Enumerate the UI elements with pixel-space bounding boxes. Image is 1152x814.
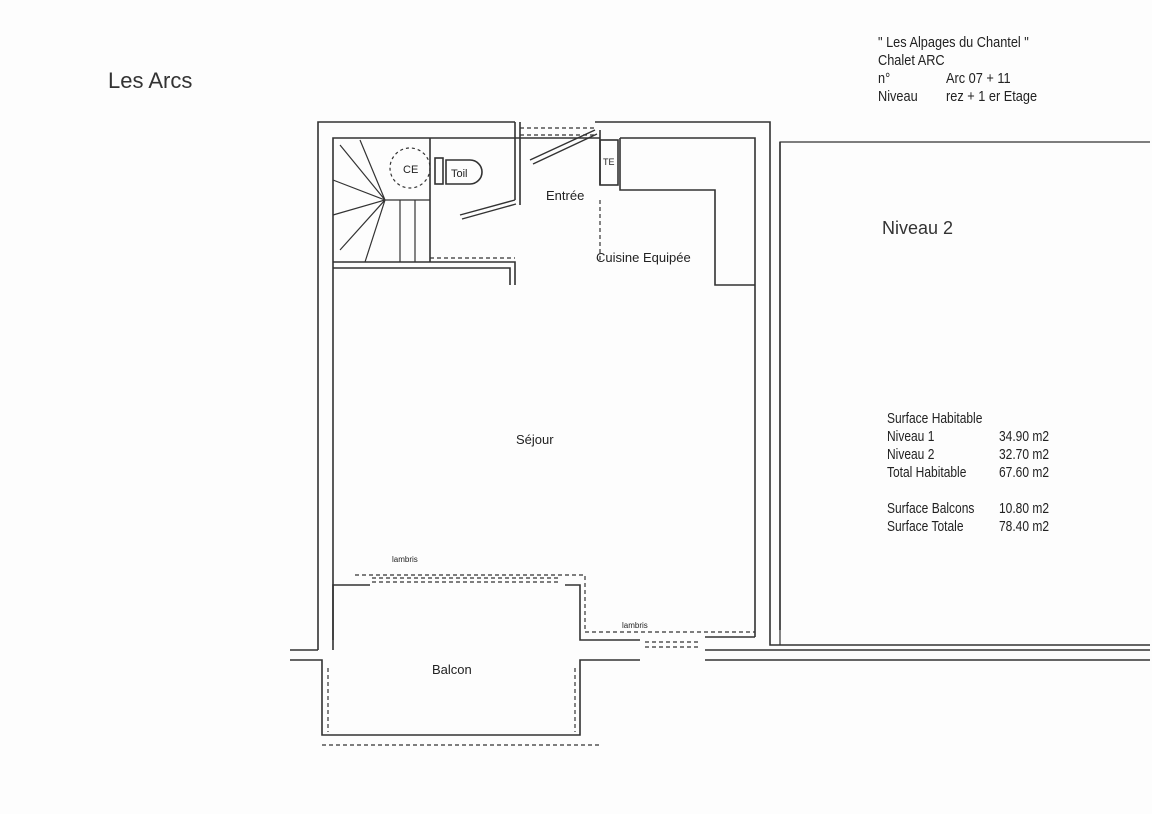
- surface-value: 10.80 m2: [999, 500, 1050, 517]
- property-header: " Les Alpages du Chantel " Chalet ARC n°…: [878, 34, 1037, 106]
- surface-row: Surface Balcons 10.80 m2: [887, 500, 1049, 518]
- numero-value: Arc 07 + 11: [946, 70, 1011, 87]
- surface-heading: Surface Habitable: [887, 410, 983, 427]
- document-title: Les Arcs: [108, 68, 193, 93]
- niveau-label: Niveau: [878, 88, 918, 105]
- chalet-name: Chalet ARC: [878, 52, 945, 69]
- doors: [459, 129, 598, 220]
- room-cuisine: Cuisine Equipée: [596, 250, 691, 265]
- te-label: TE: [603, 157, 615, 167]
- room-entree: Entrée: [546, 188, 584, 203]
- surface-label: Surface Balcons: [887, 500, 975, 517]
- surface-value: 78.40 m2: [999, 518, 1050, 535]
- room-balcon: Balcon: [432, 662, 472, 677]
- surface-label: Niveau 2: [887, 446, 935, 463]
- surface-row: Niveau 2 32.70 m2: [887, 446, 1049, 464]
- surface-label: Surface Totale: [887, 518, 964, 535]
- surface-value: 34.90 m2: [999, 428, 1050, 445]
- numero-label: n°: [878, 70, 891, 87]
- surface-row: Surface Totale 78.40 m2: [887, 518, 1049, 536]
- toilet-icon: [434, 157, 483, 185]
- ce-circle: [389, 147, 431, 189]
- surface-value: 32.70 m2: [999, 446, 1050, 463]
- level-title: Niveau 2: [882, 218, 954, 238]
- surface-value: 67.60 m2: [999, 464, 1050, 481]
- surface-table: Surface Habitable Niveau 1 34.90 m2 Nivea…: [887, 410, 1049, 536]
- staircase: [332, 139, 431, 263]
- dashed-lines: [322, 127, 755, 746]
- te-cabinet: [599, 139, 619, 186]
- niveau-value: rez + 1 er Etage: [946, 88, 1038, 105]
- toilet-label: Toil: [451, 168, 468, 180]
- surface-row: Niveau 1 34.90 m2: [887, 428, 1049, 446]
- room-sejour: Séjour: [516, 432, 554, 447]
- surface-label: Total Habitable: [887, 464, 967, 481]
- lambris-label: lambris: [622, 621, 648, 630]
- surface-row: Total Habitable 67.60 m2: [887, 464, 1049, 482]
- walls: [290, 121, 1150, 736]
- surface-label: Niveau 1: [887, 428, 935, 445]
- residence-name: " Les Alpages du Chantel ": [878, 34, 1029, 51]
- ce-label: CE: [403, 164, 418, 176]
- lambris-label: lambris: [392, 555, 418, 564]
